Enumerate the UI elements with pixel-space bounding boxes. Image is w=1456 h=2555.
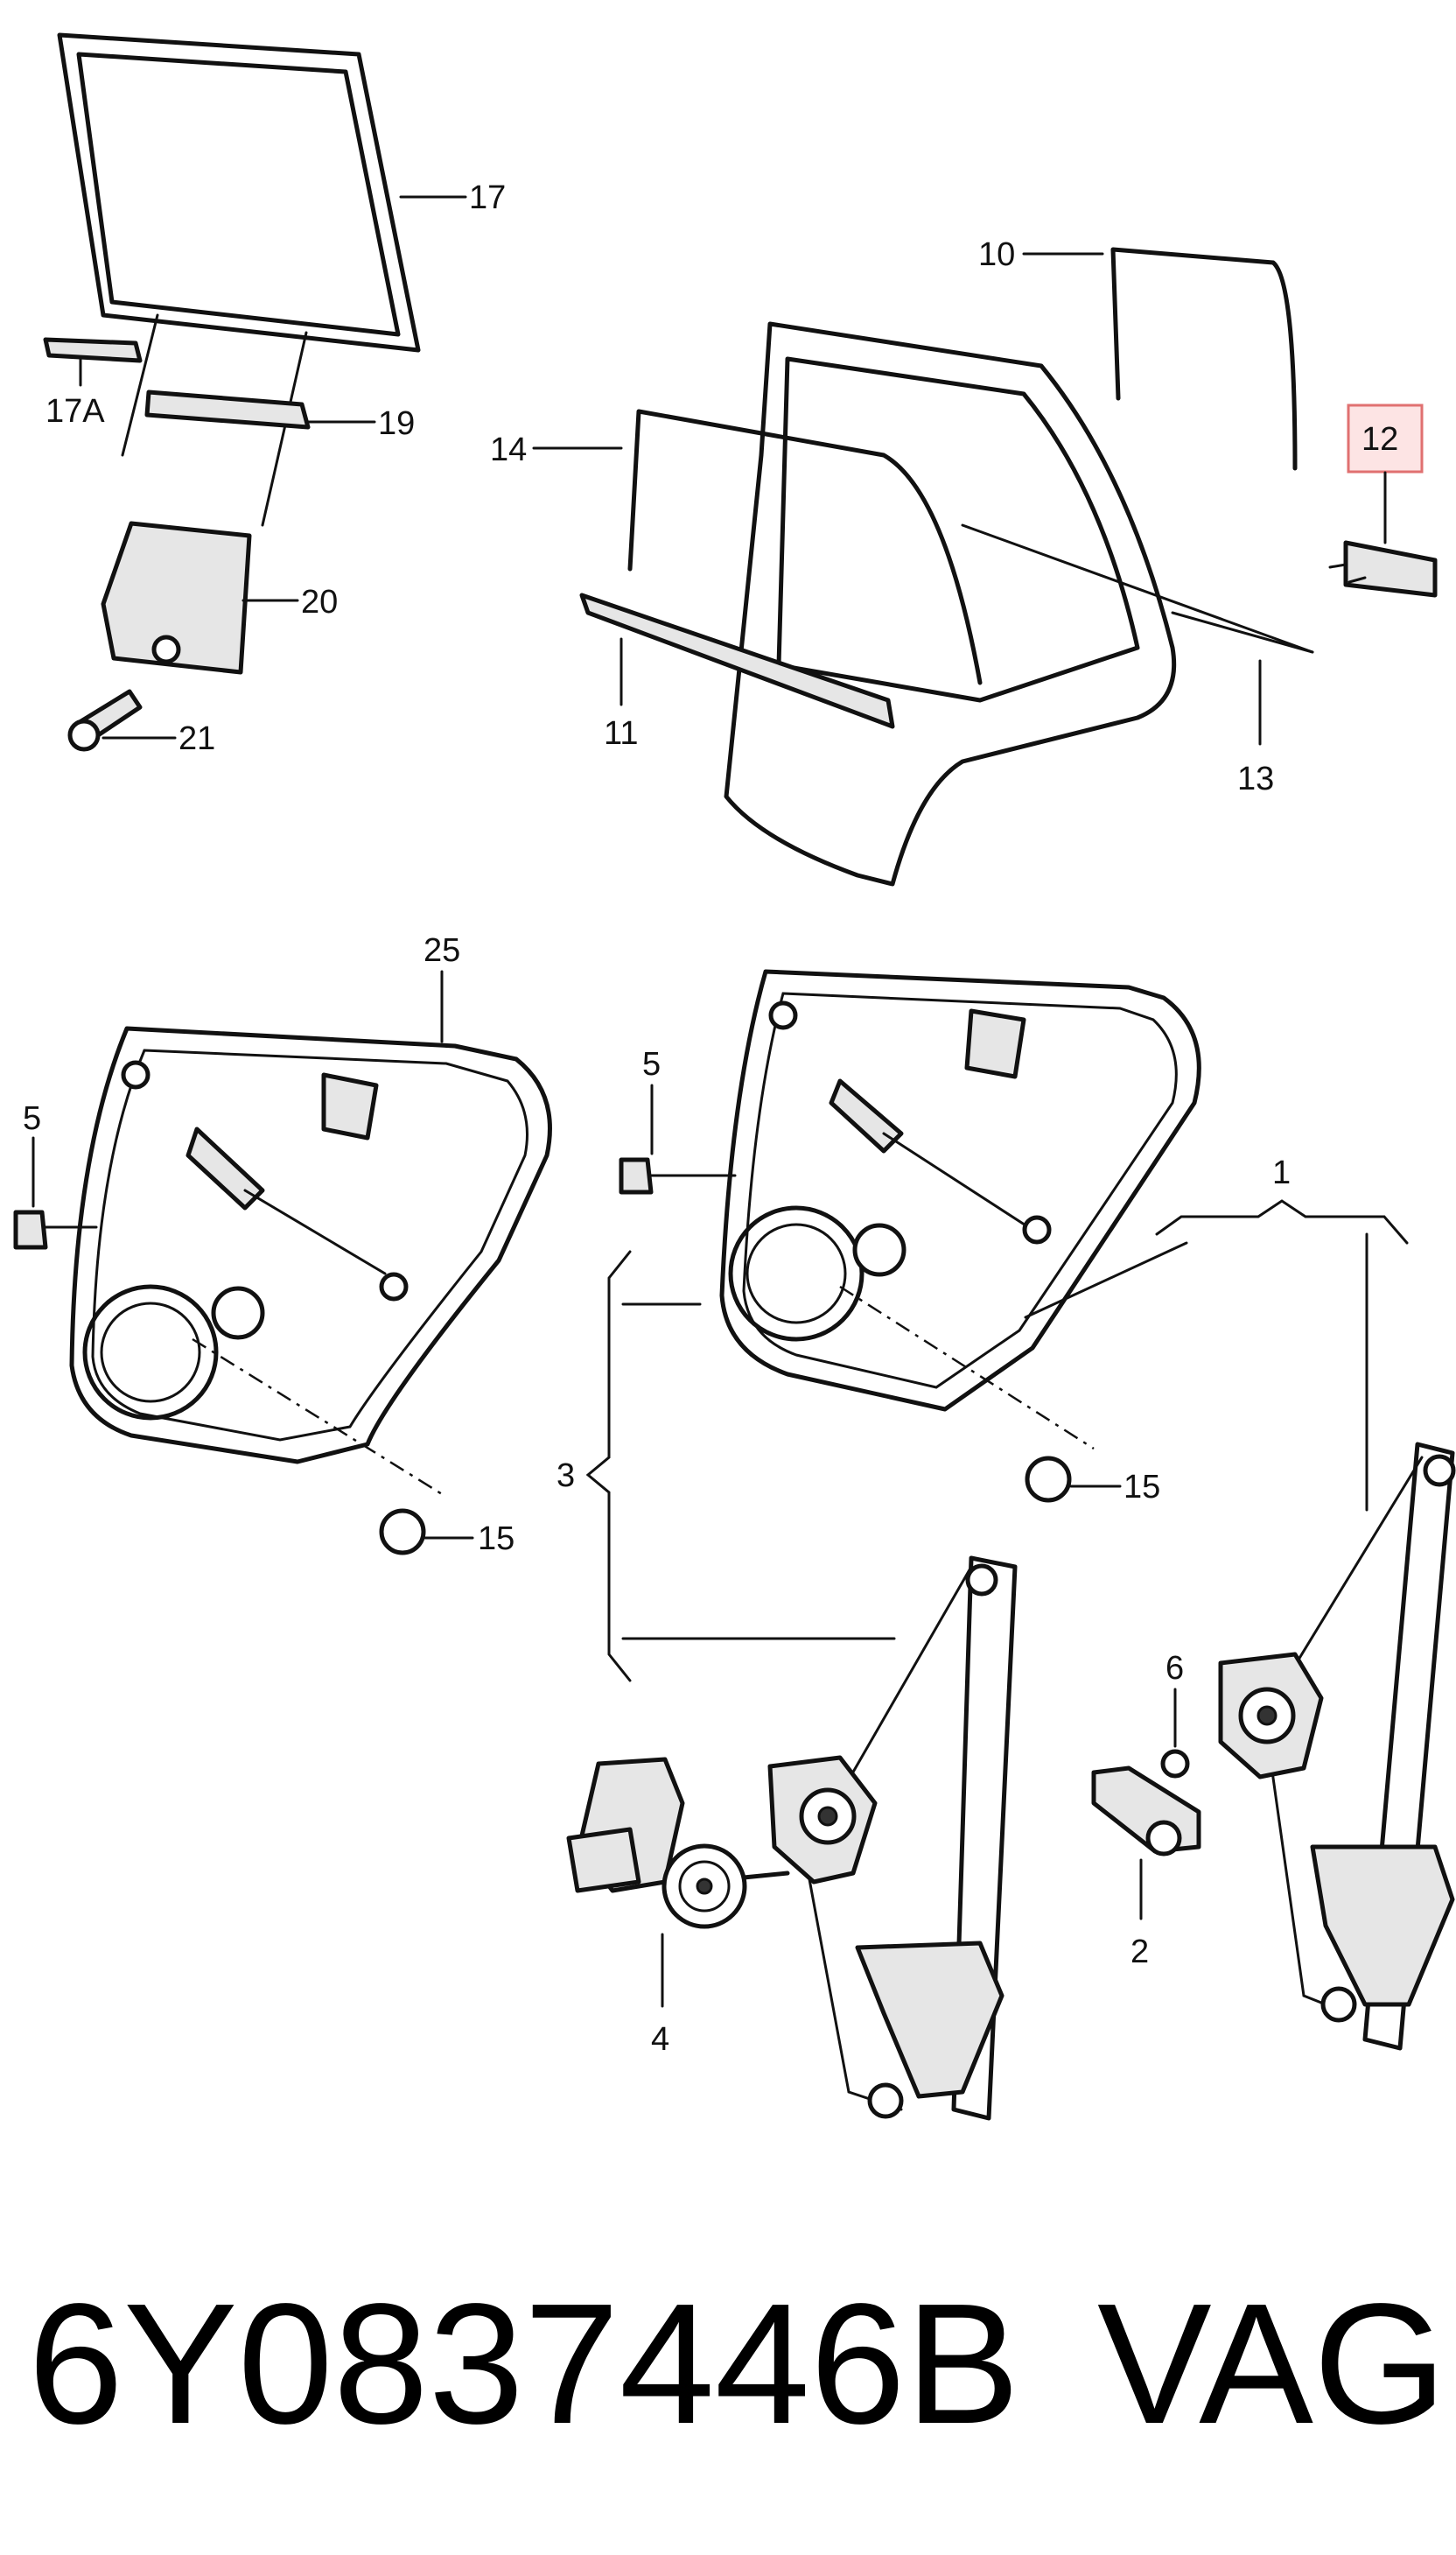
bracket-1 [1155, 1199, 1409, 1245]
bolt-5-left [13, 1210, 48, 1250]
callout-5a: 5 [23, 1100, 41, 1137]
callout-1: 1 [1272, 1155, 1291, 1191]
bolt-head [67, 719, 101, 752]
callout-14: 14 [490, 432, 527, 468]
grommet-15a [379, 1508, 426, 1555]
callout-6: 6 [1166, 1650, 1184, 1687]
door-panel-right [719, 969, 1201, 1412]
window-channel-10 [1110, 247, 1298, 471]
bracket-hole [151, 635, 181, 664]
brand: VAG [1097, 2268, 1446, 2460]
window-glass [57, 32, 421, 527]
callout-17: 17 [469, 179, 506, 216]
part-number: 6Y0837446B [28, 2268, 1020, 2460]
regulator-motor [566, 1757, 790, 1929]
dashline-15a [192, 1337, 447, 1499]
door-frame [724, 321, 1314, 887]
window-regulator-right [1218, 1442, 1456, 2051]
clip-pins [1328, 563, 1367, 584]
callout-10: 10 [978, 236, 1015, 273]
callout-5b: 5 [642, 1046, 661, 1083]
callout-15a: 15 [478, 1520, 514, 1557]
callout-15b: 15 [1124, 1469, 1160, 1506]
door-seal [627, 409, 983, 685]
callout-20: 20 [301, 584, 338, 621]
callout-2: 2 [1130, 1934, 1149, 1970]
glass-bracket [101, 521, 252, 675]
glass-channel [144, 390, 311, 430]
callout-11: 11 [604, 715, 638, 752]
bolt-5-right [619, 1157, 654, 1195]
callout-3: 3 [556, 1457, 575, 1494]
callout-17a: 17A [46, 393, 105, 430]
door-panel-left [69, 1026, 552, 1464]
crank-adapter-hub [1145, 1820, 1182, 1857]
callout-4: 4 [651, 2021, 669, 2058]
glass-strip [43, 337, 143, 363]
clip-12 [1343, 540, 1438, 598]
bracket-3 [585, 1250, 632, 1682]
washer-6 [1160, 1749, 1190, 1779]
grommet-15b [1025, 1456, 1072, 1503]
window-regulator-left [767, 1555, 1018, 2121]
bracket-1-leg-a [1024, 1241, 1188, 1319]
inner-strip [579, 593, 895, 729]
callout-21: 21 [178, 720, 215, 757]
callout-12-box [1347, 404, 1424, 474]
callout-25: 25 [424, 932, 460, 969]
callout-12: 12 [1362, 421, 1398, 458]
callout-13: 13 [1237, 761, 1274, 797]
callout-19: 19 [378, 405, 415, 442]
